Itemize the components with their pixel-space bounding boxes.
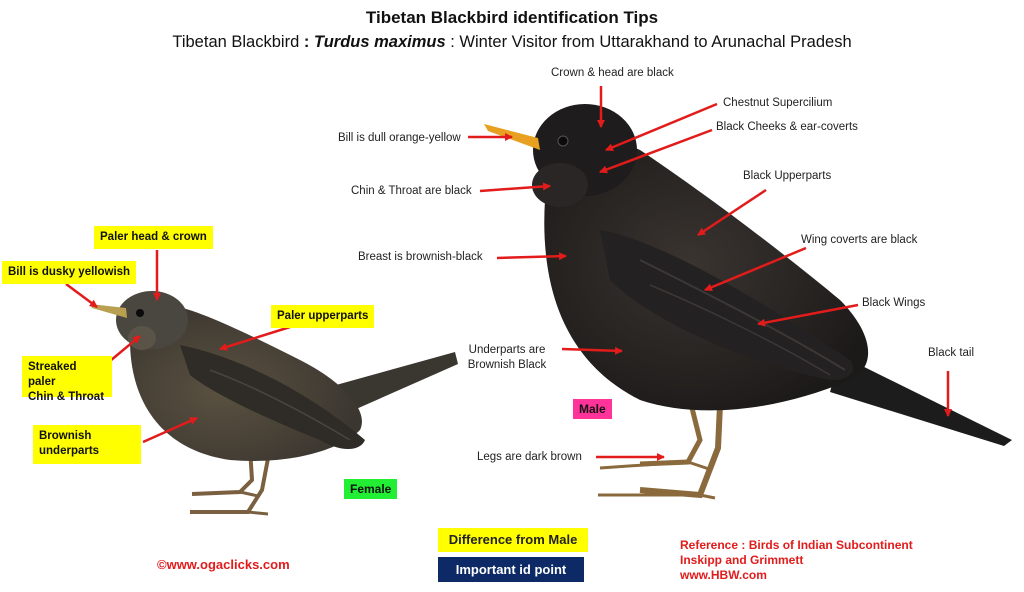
subtitle-status: : Winter Visitor from Uttarakhand to Aru… — [445, 33, 852, 51]
arrow-male-wings — [757, 303, 859, 327]
label-female-chin-line1: Streaked paler — [28, 361, 77, 388]
label-male-tail: Black tail — [928, 347, 975, 359]
reference-block: Reference : Birds of Indian Subcontinent… — [680, 538, 913, 583]
subtitle-common-name: Tibetan Blackbird — [172, 33, 300, 51]
label-male-underparts-line2: Brownish Black — [467, 359, 547, 371]
label-male-breast: Breast is brownish-black — [358, 251, 483, 263]
arrow-male-underparts — [561, 346, 623, 355]
legend-difference-from-male: Difference from Male — [438, 528, 588, 552]
label-female-underparts-line1: Brownish — [39, 430, 92, 442]
arrow-male-supercilium — [605, 102, 718, 152]
label-male-crown: Crown & head are black — [551, 67, 674, 79]
label-male-cheeks: Black Cheeks & ear-coverts — [716, 121, 858, 133]
label-male-legs: Legs are dark brown — [477, 451, 582, 463]
reference-line2: Inskipp and Grimmett — [680, 553, 804, 567]
male-tag: Male — [573, 399, 612, 419]
label-male-underparts-line1: Underparts are — [468, 344, 546, 356]
arrow-male-breast — [496, 252, 567, 261]
label-female-chin: Streaked paler Chin & Throat — [22, 356, 112, 403]
arrow-male-chin — [479, 182, 551, 193]
label-male-wings: Black Wings — [862, 297, 926, 309]
arrow-male-cheeks — [599, 128, 713, 174]
label-female-head: Paler head & crown — [94, 226, 213, 249]
label-male-chin: Chin & Throat are black — [351, 185, 472, 197]
arrow-female-bill — [65, 282, 98, 309]
female-tag: Female — [344, 479, 398, 499]
arrow-female-upperparts — [219, 325, 291, 351]
label-female-bill: Bill is dusky yellowish — [2, 261, 137, 284]
label-female-chin-line2: Chin & Throat — [28, 391, 105, 403]
reference-line3: www.HBW.com — [680, 568, 767, 582]
label-male-bill: Bill is dull orange-yellow — [338, 132, 461, 144]
female-annotation-arrows — [65, 250, 291, 444]
male-bird-figure — [484, 104, 1012, 500]
reference-line1: Reference : Birds of Indian Subcontinent — [680, 538, 913, 552]
label-male-underparts: Underparts are Brownish Black — [462, 343, 552, 373]
label-male-supercilium: Chestnut Supercilium — [723, 97, 833, 109]
arrow-female-chin — [109, 335, 141, 362]
page-subtitle: Tibetan Blackbird : Turdus maximus : Win… — [0, 33, 1024, 52]
subtitle-scientific-name: Turdus maximus — [313, 33, 446, 51]
label-female-underparts-line2: underparts — [39, 445, 100, 457]
label-male-upperparts: Black Upperparts — [743, 170, 832, 182]
page-title: Tibetan Blackbird identification Tips — [365, 8, 659, 27]
copyright-text: ©www.ogaclicks.com — [157, 557, 290, 572]
male-annotation-arrows — [468, 86, 952, 461]
legend-important-id-point: Important id point — [438, 557, 584, 582]
subtitle-separator: : — [299, 33, 314, 51]
label-female-upperparts: Paler upperparts — [271, 305, 375, 328]
arrow-male-upperparts — [697, 188, 767, 237]
label-male-wing-coverts: Wing coverts are black — [801, 234, 918, 246]
arrow-female-underparts — [142, 416, 198, 444]
arrow-male-wing-coverts — [704, 246, 807, 292]
label-female-underparts: Brownish underparts — [33, 425, 141, 464]
